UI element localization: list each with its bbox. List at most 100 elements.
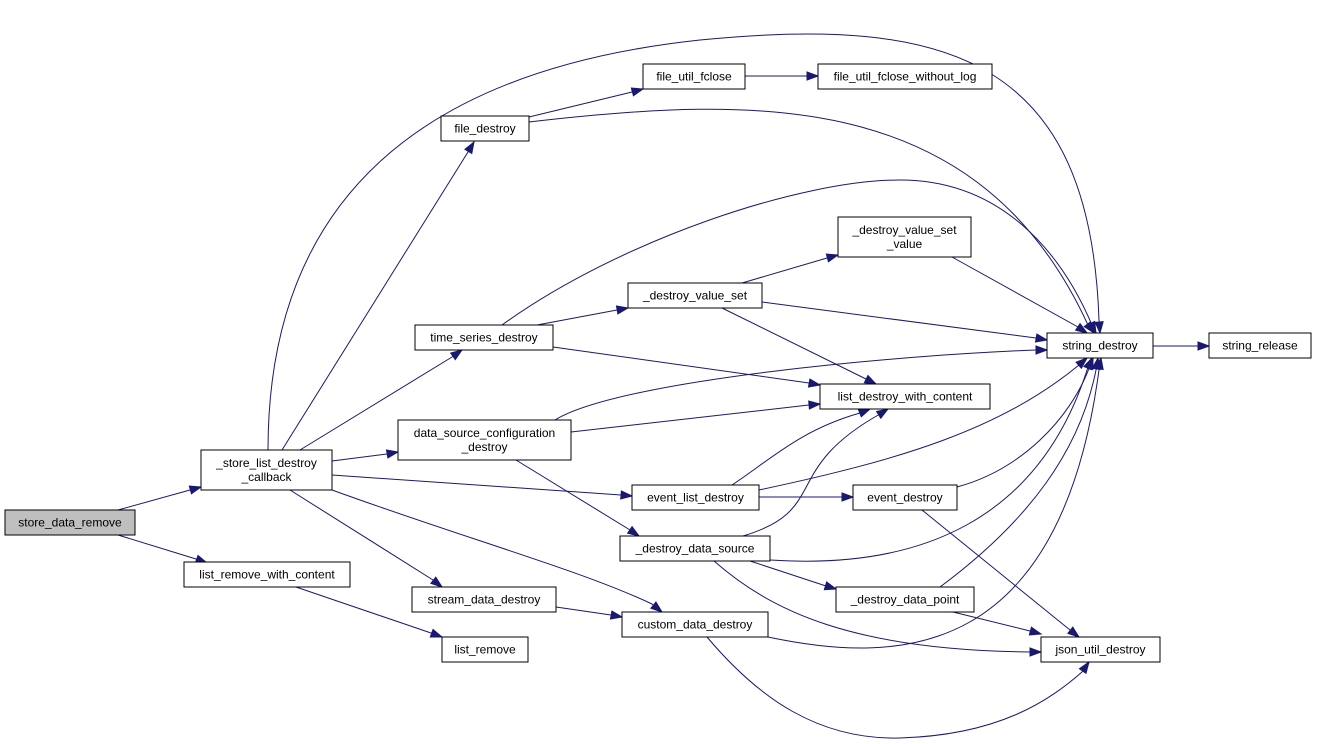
node-label: event_list_destroy [647, 491, 744, 505]
node-box [4, 509, 136, 536]
node-custom_data_destroy[interactable]: custom_data_destroy [621, 611, 769, 638]
edge-destroy_data_source-to-json_util_destroy [713, 560, 1043, 657]
node-label: _value [886, 237, 923, 251]
edge-time_series_destroy-to-string_destroy [501, 179, 1097, 335]
node-box [819, 383, 991, 410]
node-destroy_data_point[interactable]: _destroy_data_point [835, 586, 975, 613]
arrowhead-icon [1094, 356, 1104, 371]
node-store_data_remove[interactable]: store_data_remove [4, 509, 136, 536]
node-label: store_data_remove [18, 516, 122, 530]
node-label: file_util_fclose [656, 70, 732, 84]
arrowhead-icon [429, 628, 444, 638]
node-destroy_value_set_value[interactable]: _destroy_value_set_value [837, 216, 972, 258]
node-label: time_series_destroy [430, 331, 537, 345]
edge-store_data_remove-to-store_list_destroy_callback [117, 485, 203, 511]
edge-line [721, 307, 877, 385]
edge-line [570, 403, 821, 433]
edge-event_list_destroy-to-event_destroy [759, 492, 855, 502]
edge-store_data_remove-to-list_remove_with_content [117, 534, 209, 564]
edge-file_util_fclose-to-file_util_fclose_without_log [745, 71, 820, 81]
arrowhead-icon [609, 610, 624, 620]
edge-line [331, 489, 663, 613]
node-box [183, 561, 351, 588]
node-time_series_destroy[interactable]: time_series_destroy [414, 324, 554, 351]
edge-file_destroy-to-string_destroy [528, 108, 1095, 335]
edge-data_source_configuration_destroy-to-string_destroy [554, 345, 1049, 421]
node-stream_data_destroy[interactable]: stream_data_destroy [411, 586, 557, 613]
edge-line [761, 301, 1048, 341]
arrowhead-icon [1197, 341, 1211, 351]
arrowhead-icon [430, 576, 444, 588]
node-box [411, 586, 557, 613]
edge-line [767, 357, 1102, 649]
node-box [619, 535, 771, 562]
arrowhead-icon [1075, 357, 1089, 370]
arrowhead-icon [841, 492, 855, 502]
node-label: _callback [240, 470, 292, 484]
node-string_release[interactable]: string_release [1208, 332, 1312, 359]
node-label: _destroy [460, 440, 507, 454]
node-label: _store_list_destroy [215, 456, 317, 470]
arrowhead-icon [650, 601, 664, 613]
node-data_source_configuration_destroy[interactable]: data_source_configuration_destroy [397, 419, 572, 461]
node-label: data_source_configuration [414, 426, 555, 440]
edge-destroy_value_set-to-destroy_value_set_value [741, 253, 840, 284]
node-box [837, 216, 972, 258]
edge-line [742, 408, 889, 537]
edge-line [956, 357, 1094, 488]
node-label: _destroy_data_source [635, 542, 755, 556]
node-box [1040, 636, 1161, 663]
node-label: file_destroy [454, 122, 515, 136]
node-list_remove_with_content[interactable]: list_remove_with_content [183, 561, 351, 588]
edge-store_list_destroy_callback-to-stream_data_destroy [289, 489, 444, 588]
node-list_destroy_with_content[interactable]: list_destroy_with_content [819, 383, 991, 410]
arrowhead-icon [1035, 345, 1049, 355]
node-label: event_destroy [867, 491, 942, 505]
node-json_util_destroy[interactable]: json_util_destroy [1040, 636, 1161, 663]
node-file_util_fclose_without_log[interactable]: file_util_fclose_without_log [817, 63, 993, 90]
arrowhead-icon [857, 408, 872, 418]
edge-store_list_destroy_callback-to-custom_data_destroy [331, 489, 664, 613]
node-string_destroy[interactable]: string_destroy [1046, 332, 1154, 359]
edge-destroy_value_set_value-to-string_destroy [951, 256, 1089, 334]
edge-event_destroy-to-json_util_destroy [921, 509, 1081, 638]
edge-line [117, 486, 202, 511]
node-box [642, 63, 746, 90]
edge-destroy_data_source-to-destroy_data_point [749, 560, 838, 591]
edge-store_list_destroy_callback-to-string_destroy [267, 33, 1104, 451]
node-box [414, 324, 554, 351]
node-box [1208, 332, 1312, 359]
node-destroy_value_set[interactable]: _destroy_value_set [627, 282, 763, 309]
edge-line [552, 346, 821, 386]
node-file_destroy[interactable]: file_destroy [440, 115, 530, 142]
node-box [621, 611, 769, 638]
edge-time_series_destroy-to-destroy_value_set [536, 305, 630, 326]
edge-store_list_destroy_callback-to-event_list_destroy [331, 474, 634, 500]
node-label: string_destroy [1062, 339, 1137, 353]
arrowhead-icon [806, 71, 820, 81]
node-event_destroy[interactable]: event_destroy [852, 484, 958, 511]
node-file_util_fclose[interactable]: file_util_fclose [642, 63, 746, 90]
edge-line [921, 509, 1080, 638]
node-box [631, 484, 760, 511]
node-list_remove[interactable]: list_remove [441, 636, 529, 663]
edge-time_series_destroy-to-list_destroy_with_content [552, 346, 822, 388]
node-store_list_destroy_callback[interactable]: _store_list_destroy_callback [200, 449, 333, 491]
edge-line [331, 474, 633, 497]
node-destroy_data_source[interactable]: _destroy_data_source [619, 535, 771, 562]
arrowhead-icon [385, 449, 400, 459]
node-event_list_destroy[interactable]: event_list_destroy [631, 484, 760, 511]
edge-store_list_destroy_callback-to-file_destroy [281, 140, 475, 451]
node-label: custom_data_destroy [638, 618, 753, 632]
edge-line [731, 408, 871, 486]
edge-list_remove_with_content-to-list_remove [295, 586, 444, 638]
edge-line [749, 560, 837, 590]
arrowhead-icon [875, 408, 890, 420]
node-label: json_util_destroy [1054, 643, 1145, 657]
edge-destroy_data_point-to-json_util_destroy [952, 611, 1043, 636]
node-label: _destroy_value_set [642, 289, 748, 303]
arrowhead-icon [823, 581, 838, 591]
node-box [817, 63, 993, 90]
arrowhead-icon [1074, 322, 1089, 334]
